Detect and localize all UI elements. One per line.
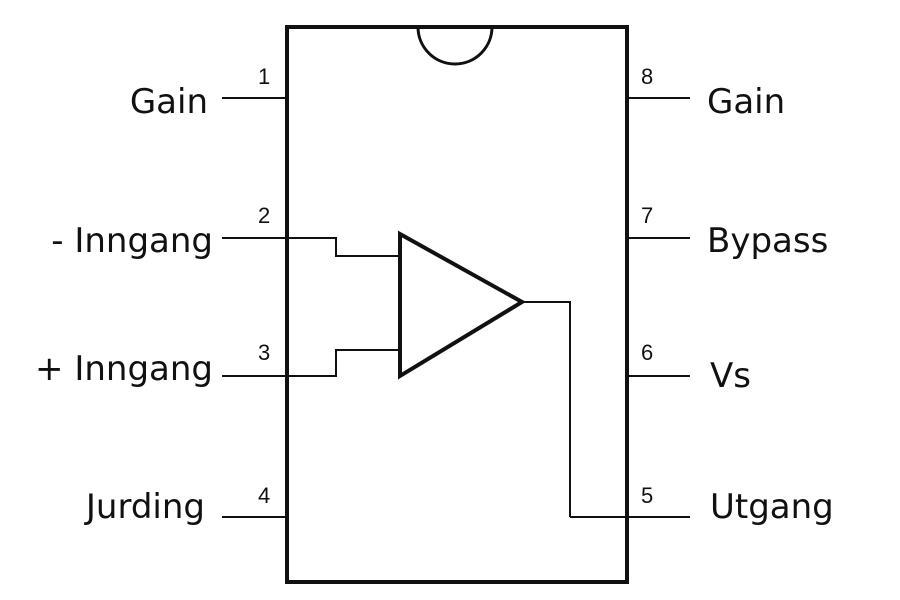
non-inverting-input-wire xyxy=(287,349,400,377)
pin-6-label: Vs xyxy=(710,356,751,396)
pin-4-number: 4 xyxy=(258,483,270,508)
pin-2-label: - Inngang xyxy=(51,221,213,261)
pin-8-label: Gain xyxy=(707,82,785,122)
pin-2-number: 2 xyxy=(258,203,270,228)
pin-3-number: 3 xyxy=(258,340,270,365)
pin-4-label: Jurding xyxy=(84,487,205,527)
pin-6-number: 6 xyxy=(641,340,653,365)
orientation-notch xyxy=(416,26,494,66)
pin-5-label: Utgang xyxy=(710,487,834,527)
ic-package-body xyxy=(285,25,629,584)
op-amp-symbol xyxy=(398,230,526,380)
inverting-input-wire xyxy=(287,237,400,257)
pin-8-number: 8 xyxy=(641,64,653,89)
pin-5-number: 5 xyxy=(641,483,653,508)
pin-1-label: Gain xyxy=(130,82,208,122)
pin-3-label: + Inngang xyxy=(35,349,213,389)
pin-1-number: 1 xyxy=(258,64,270,89)
output-wire xyxy=(522,301,571,517)
pin-7-number: 7 xyxy=(641,203,653,228)
pin-7-label: Bypass xyxy=(707,221,828,261)
